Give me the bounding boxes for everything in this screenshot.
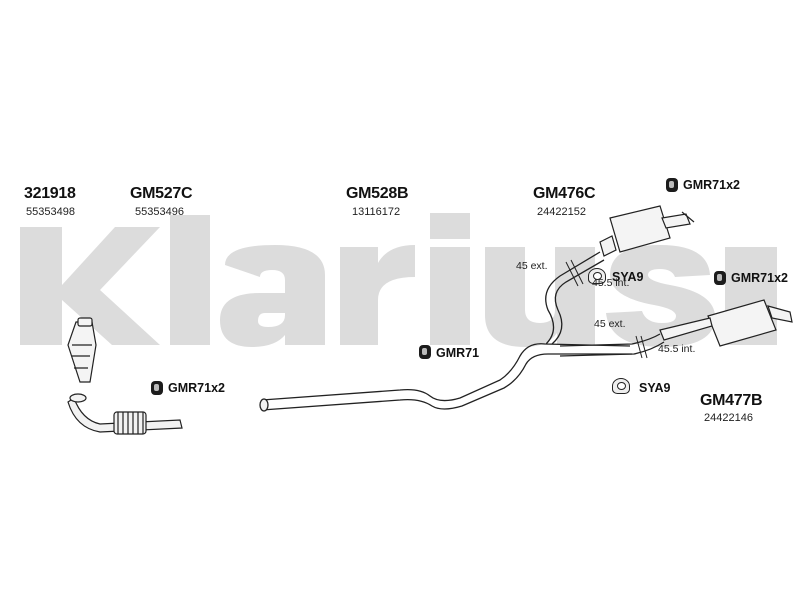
- rubber-mount-icon: [666, 178, 678, 192]
- part-code-321918: 321918: [24, 185, 76, 202]
- dimension-marks: [565, 259, 648, 359]
- fitting-sya9-upper: SYA9: [612, 270, 644, 284]
- fitting-gmr71-mid: GMR71: [436, 346, 480, 360]
- part-number-gm476c: 24422152: [537, 206, 586, 218]
- rubber-mount-icon: [151, 381, 163, 395]
- dimension-ext-lower: 45 ext.: [594, 318, 626, 330]
- dimension-ext-upper: 45 ext.: [516, 260, 548, 272]
- dimension-int-upper: 45.5 int.: [592, 277, 630, 289]
- fitting-sya9-lower: SYA9: [639, 381, 671, 395]
- fitting-gmr71x2-left: GMR71x2: [168, 381, 225, 395]
- centre-silencer: [599, 205, 695, 257]
- rubber-mount-icon: [419, 345, 431, 359]
- part-number-gm477b: 24422146: [704, 412, 753, 424]
- part-code-gm476c: GM476C: [533, 185, 596, 202]
- clamp-icon: [612, 378, 630, 394]
- part-code-gm477b: GM477B: [700, 392, 763, 409]
- part-code-gm528b: GM528B: [346, 185, 409, 202]
- dimension-int-lower: 45.5 int.: [658, 343, 696, 355]
- klarius-watermark-logo: [20, 213, 777, 347]
- part-number-321918: 55353498: [26, 206, 75, 218]
- fitting-gmr71x2-top: GMR71x2: [683, 178, 740, 192]
- rear-pipe-branch: [545, 251, 665, 357]
- front-pipe: [67, 393, 183, 435]
- fitting-gmr71x2-right: GMR71x2: [731, 271, 788, 285]
- intermediate-pipe: [259, 343, 632, 412]
- rear-silencer: [659, 299, 793, 347]
- part-code-gm527c: GM527C: [130, 185, 193, 202]
- part-number-gm528b: 13116172: [352, 206, 401, 218]
- clamp-icon: [588, 268, 606, 284]
- part-number-gm527c: 55353496: [135, 206, 184, 218]
- catalytic-converter: [67, 317, 97, 383]
- rubber-mount-icon: [714, 271, 726, 285]
